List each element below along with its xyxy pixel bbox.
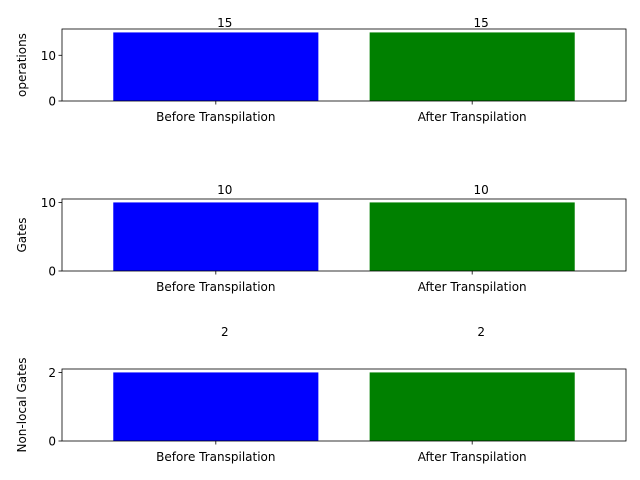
bar-1-1 [113,32,319,101]
axes-frame-3 [61,368,627,442]
xtick-label-2-2: After Transpilation [418,280,527,294]
value-label-3-1: 2 [221,325,229,339]
xtick-label-3-1: Before Transpilation [156,450,275,464]
ylabel-1: operations [15,33,29,97]
ytick-label-1-1: 0 [48,95,56,109]
value-label-2-1: 10 [217,183,232,197]
axes-frame-1 [61,28,627,102]
value-label-3-2: 2 [477,325,485,339]
bar-2-1 [113,202,319,271]
xtick-label-1-2: After Transpilation [418,110,527,124]
ytick-label-1-2: 10 [41,49,56,63]
xtick-label-3-2: After Transpilation [418,450,527,464]
ylabel-3: Non-local Gates [15,357,29,452]
bar-1-2 [369,32,575,101]
xtick-label-1-1: Before Transpilation [156,110,275,124]
value-label-1-2: 15 [474,16,489,30]
value-label-1-1: 15 [217,16,232,30]
ytick-label-2-1: 0 [48,265,56,279]
bar-2-2 [369,202,575,271]
value-label-2-2: 10 [474,183,489,197]
ytick-label-2-2: 10 [41,196,56,210]
ytick-label-3-2: 2 [48,366,56,380]
axes-frame-2 [61,198,627,272]
bar-3-1 [113,372,319,441]
xtick-label-2-1: Before Transpilation [156,280,275,294]
ylabel-2: Gates [15,218,29,253]
ytick-label-3-1: 0 [48,435,56,449]
bar-3-2 [369,372,575,441]
